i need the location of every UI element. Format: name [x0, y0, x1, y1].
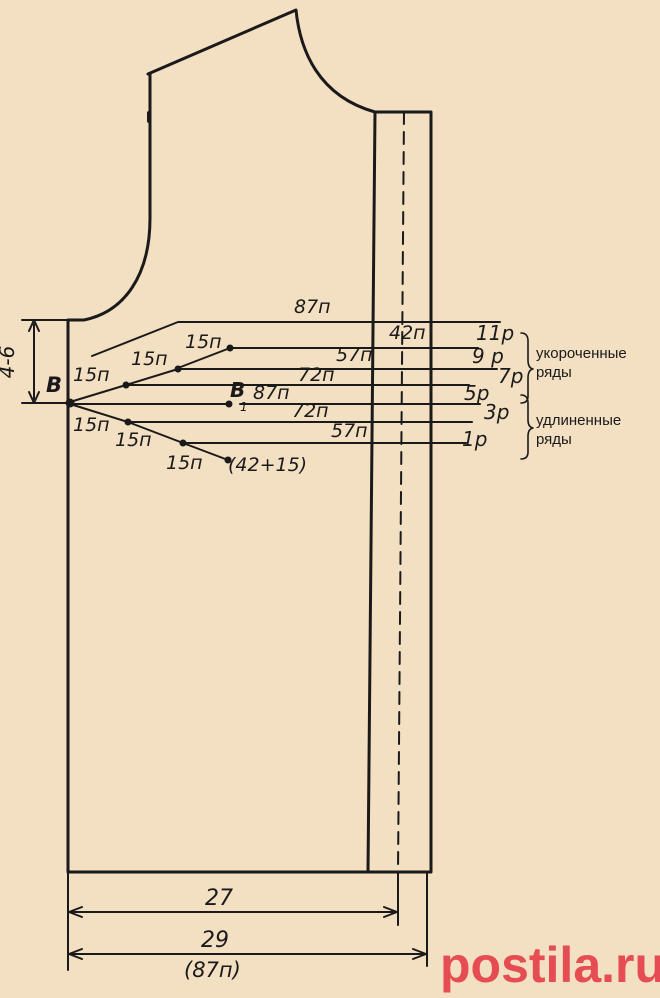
label-87p: 87п	[253, 382, 290, 404]
row-label-5: 5р	[464, 381, 489, 405]
label-57p: 57п	[331, 420, 368, 442]
label-87p-top: 87п	[294, 296, 331, 318]
point-dot	[179, 439, 187, 447]
label-15p: 15п	[131, 348, 168, 370]
point-b	[65, 398, 75, 408]
width-29-label: 29	[201, 928, 229, 953]
point-dot	[226, 344, 234, 352]
point-dot	[124, 418, 132, 426]
lengthened-rows-label-2: ряды	[536, 431, 572, 448]
point-dot	[174, 365, 182, 373]
point-b-label: B	[46, 373, 62, 397]
label-42p: 42п	[389, 322, 426, 344]
label-15p: 15п	[185, 331, 222, 353]
band-fold-line	[397, 111, 405, 873]
fan-segment-lower	[69, 403, 229, 461]
brace-lengthened	[520, 394, 534, 460]
height-dim-label: 4-6	[0, 346, 19, 379]
row-line-11	[91, 321, 501, 357]
width-dim-29-arrows	[68, 948, 427, 960]
point-b1	[225, 400, 233, 408]
width-dim-27-arrows	[68, 906, 398, 918]
row-label-11: 11р	[476, 321, 514, 345]
label-15p: 15п	[115, 429, 152, 451]
lengthened-rows-label: удлиненные	[536, 412, 621, 429]
dim-arrows	[28, 319, 40, 404]
point-b1-label: B	[230, 378, 245, 402]
watermark-logo: postila.ru	[440, 937, 660, 993]
shortened-rows-label: укороченные	[536, 345, 627, 362]
point-dot	[224, 456, 232, 464]
width-27-label: 27	[205, 886, 233, 911]
garment-outline	[66, 8, 433, 874]
label-72p: 72п	[292, 400, 329, 422]
row-label-9: 9 р	[472, 344, 504, 368]
row-label-1: 1р	[462, 427, 487, 451]
band-inner-edge	[366, 110, 377, 874]
label-72p: 72п	[298, 364, 335, 386]
row-label-7: 7р	[498, 364, 523, 388]
label-15p: 15п	[73, 414, 110, 436]
row-label-3: 3р	[484, 400, 509, 424]
point-b1-subscript: 1	[240, 400, 248, 414]
label-15p: 15п	[166, 452, 203, 474]
shortened-rows-label-2: ряды	[536, 364, 572, 381]
point-dot	[122, 381, 130, 389]
fan-segment-upper	[125, 368, 179, 386]
label-sum: (42+15)	[228, 454, 307, 476]
width-87p-label: (87п)	[184, 958, 241, 982]
label-57p: 57п	[336, 344, 373, 366]
label-15p: 15п	[73, 364, 110, 386]
